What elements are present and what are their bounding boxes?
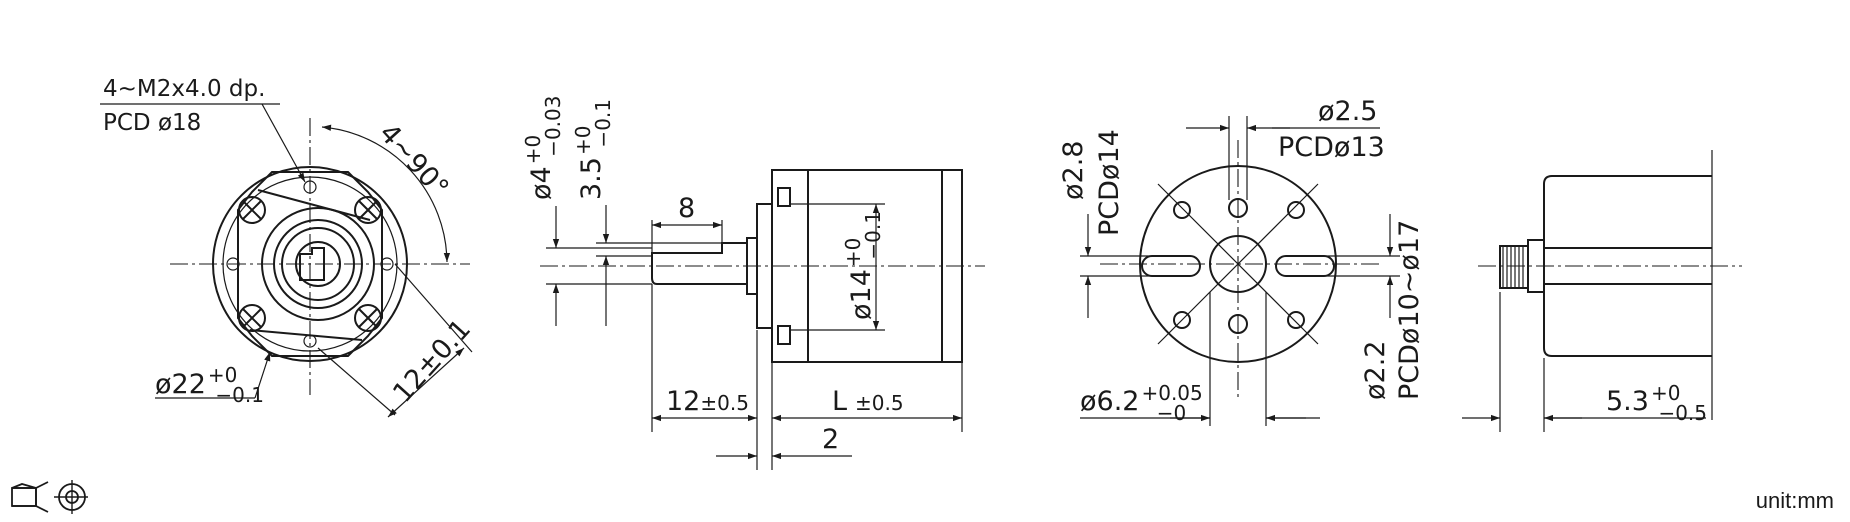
body-length-label: L ±0.5 — [832, 386, 904, 417]
dia22-sub: −0.1 — [215, 383, 264, 407]
boss-thickness-label: 2 — [822, 424, 839, 455]
third-angle-projection-icon — [11, 480, 88, 514]
body-length-tol: ±0.5 — [855, 391, 904, 415]
rear-view: ø2.5 PCDø13 ø2.8 PCDø14 ø2.2 PCDø10~ø17 … — [1058, 96, 1425, 426]
gear-length-label: 5.3+0−0.5 — [1606, 381, 1707, 425]
shaft-dia-sub: −0.03 — [541, 96, 565, 157]
center-dia-sub: −0 — [1157, 401, 1186, 425]
gear-base: 5.3 — [1606, 386, 1649, 417]
shaft-dia-sup: +0 — [521, 135, 545, 164]
slot-width-label: ø2.8 — [1058, 141, 1089, 200]
gear-sup: +0 — [1651, 381, 1680, 405]
boss-dia-base: ø14 — [846, 269, 877, 320]
body-length-base: L — [832, 386, 847, 417]
slot-pcd-label: PCDø14 — [1094, 129, 1125, 236]
flat-sub: −0.1 — [591, 99, 615, 148]
shaft-dia-label: ø4+0−0.03 — [521, 96, 565, 200]
flat-label: 3.5+0−0.1 — [571, 99, 615, 200]
front-view: 4~M2x4.0 dp. PCD ø18 4~90° ø22+0−0.1 12±… — [100, 76, 477, 418]
flat-sup: +0 — [571, 126, 595, 155]
shaft-length-tol: ±0.5 — [700, 391, 749, 415]
unit-label: unit:mm — [1755, 488, 1834, 513]
dia22-label: ø22+0−0.1 — [155, 363, 264, 407]
center-dia-sup: +0.05 — [1141, 381, 1202, 405]
center-dia-base: ø6.2 — [1080, 386, 1139, 417]
hole-dia-label: ø2.5 — [1318, 96, 1377, 127]
shaft-length-base: 12 — [666, 386, 700, 417]
boss-dia-sup: +0 — [841, 238, 865, 267]
pinion-gear-icon — [1499, 245, 1529, 289]
slot-width2-label: ø2.2 — [1360, 341, 1391, 400]
boss-dia-sub: −0.1 — [861, 211, 885, 260]
pcd-note: PCD ø18 — [103, 110, 201, 136]
dia22-base: ø22 — [155, 369, 206, 400]
shaft-dia-base: ø4 — [526, 166, 557, 200]
thread-note: 4~M2x4.0 dp. — [103, 76, 265, 102]
center-dia-label: ø6.2+0.05−0 — [1080, 381, 1203, 425]
end-view: 5.3+0−0.5 — [1462, 150, 1742, 432]
spacing-label: 12±0.1 — [387, 314, 477, 409]
dia22-sup: +0 — [208, 363, 237, 387]
gear-sub: −0.5 — [1658, 401, 1707, 425]
flat-base: 3.5 — [576, 157, 607, 200]
flat-length-label: 8 — [678, 193, 695, 224]
angle-note: 4~90° — [373, 118, 455, 204]
slot-range-label: PCDø10~ø17 — [1394, 220, 1425, 400]
boss-dia-label: ø14+0−0.1 — [841, 211, 885, 320]
shaft-length-label: 12±0.5 — [666, 386, 749, 417]
hole-pcd-label: PCDø13 — [1278, 132, 1385, 163]
side-view: ø4+0−0.03 3.5+0−0.1 8 ø14+0−0.1 12±0.5 L… — [521, 96, 985, 470]
